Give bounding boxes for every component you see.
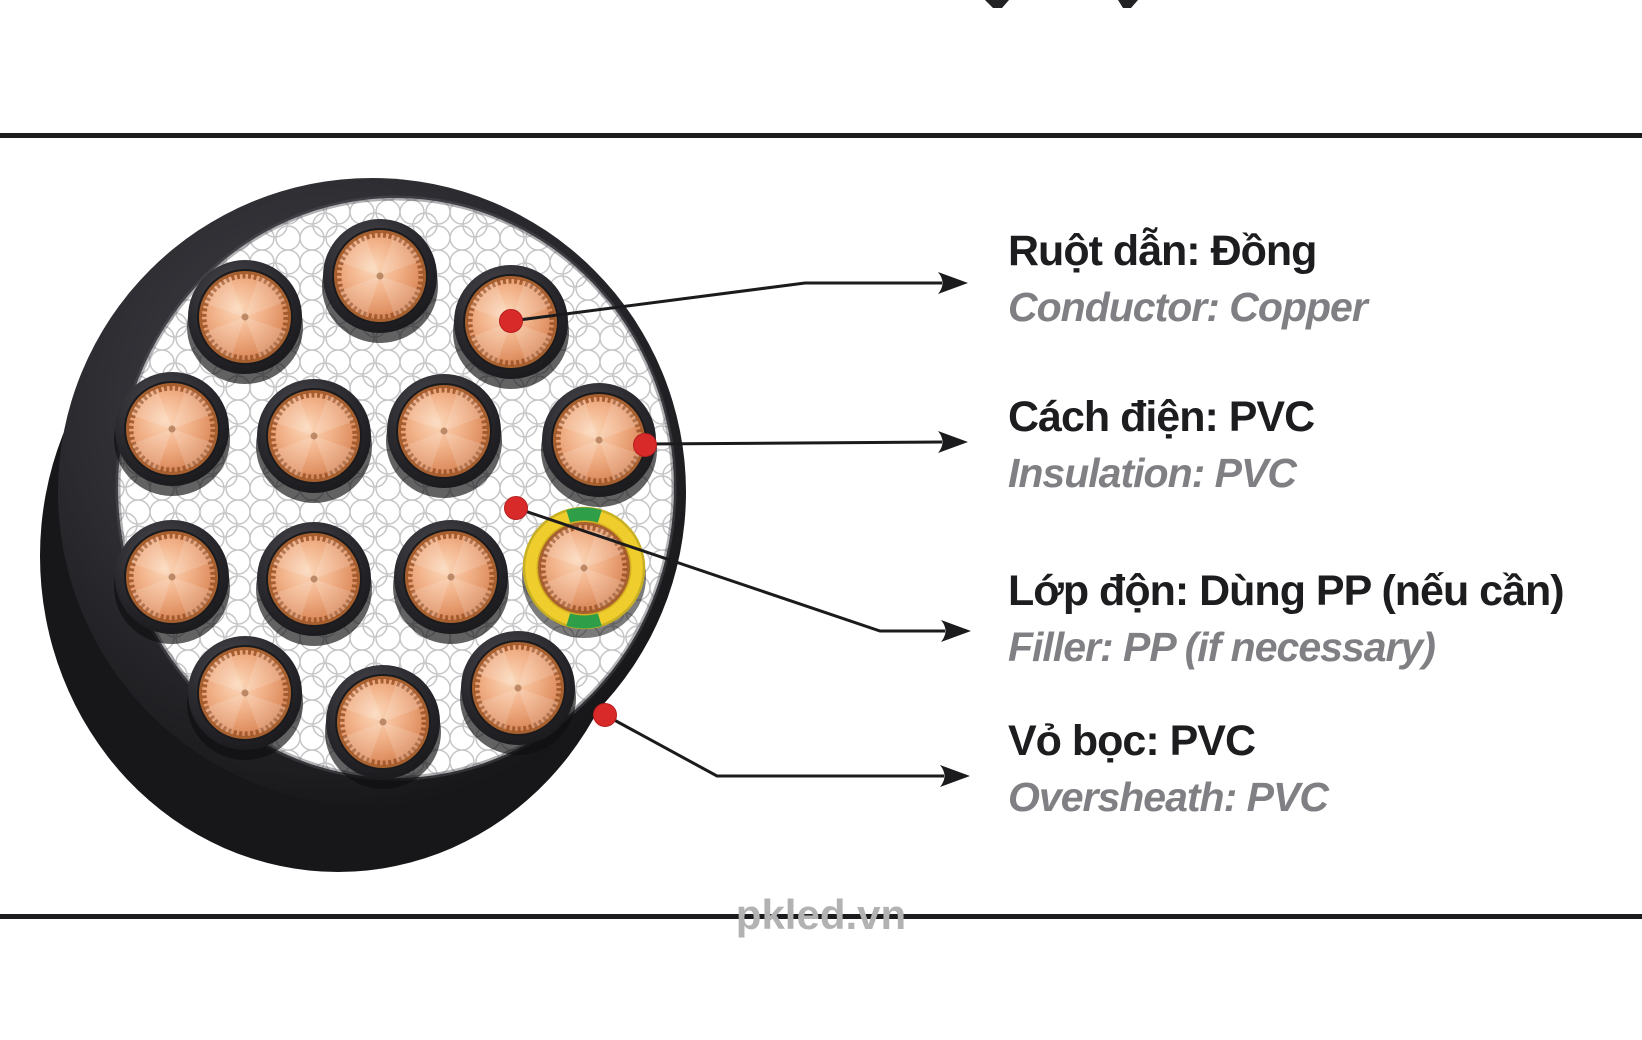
marker-dot-filler	[504, 496, 528, 520]
label-filler-vi: Lớp độn: Dùng PP (nếu cần)	[1008, 567, 1565, 615]
bottom-rule	[0, 914, 1642, 919]
marker-dot-conductor	[499, 309, 523, 333]
label-oversheath-en: Oversheath: PVC	[1008, 774, 1329, 820]
label-insulation: Cách điện: PVC Insulation: PVC	[1008, 388, 1315, 500]
label-filler: Lớp độn: Dùng PP (nếu cần) Filler: PP (i…	[1008, 562, 1565, 674]
callout-line-insulation	[644, 440, 943, 446]
callout-line-conductor	[510, 281, 942, 323]
callout-lines	[510, 281, 945, 778]
label-oversheath: Vỏ bọc: PVC Oversheath: PVC	[1008, 712, 1329, 824]
callout-arrowheads	[938, 272, 971, 787]
marker-dots	[499, 309, 657, 727]
earth-conductor	[522, 506, 646, 638]
top-rule	[0, 133, 1642, 138]
label-filler-en: Filler: PP (if necessary)	[1008, 624, 1436, 670]
marker-dot-oversheath	[593, 703, 617, 727]
callout-line-filler	[515, 506, 945, 633]
label-oversheath-vi: Vỏ bọc: PVC	[1008, 717, 1256, 765]
marker-dot-insulation	[633, 433, 657, 457]
cropped-bracket-icon	[985, 0, 1138, 8]
label-conductor: Ruột dẫn: Đồng Conductor: Copper	[1008, 222, 1368, 334]
label-insulation-vi: Cách điện: PVC	[1008, 393, 1315, 441]
label-conductor-en: Conductor: Copper	[1008, 284, 1368, 330]
callout-line-oversheath	[604, 713, 944, 778]
watermark: pkled.vn	[735, 891, 907, 938]
label-insulation-en: Insulation: PVC	[1008, 450, 1297, 496]
label-conductor-vi: Ruột dẫn: Đồng	[1008, 227, 1317, 275]
